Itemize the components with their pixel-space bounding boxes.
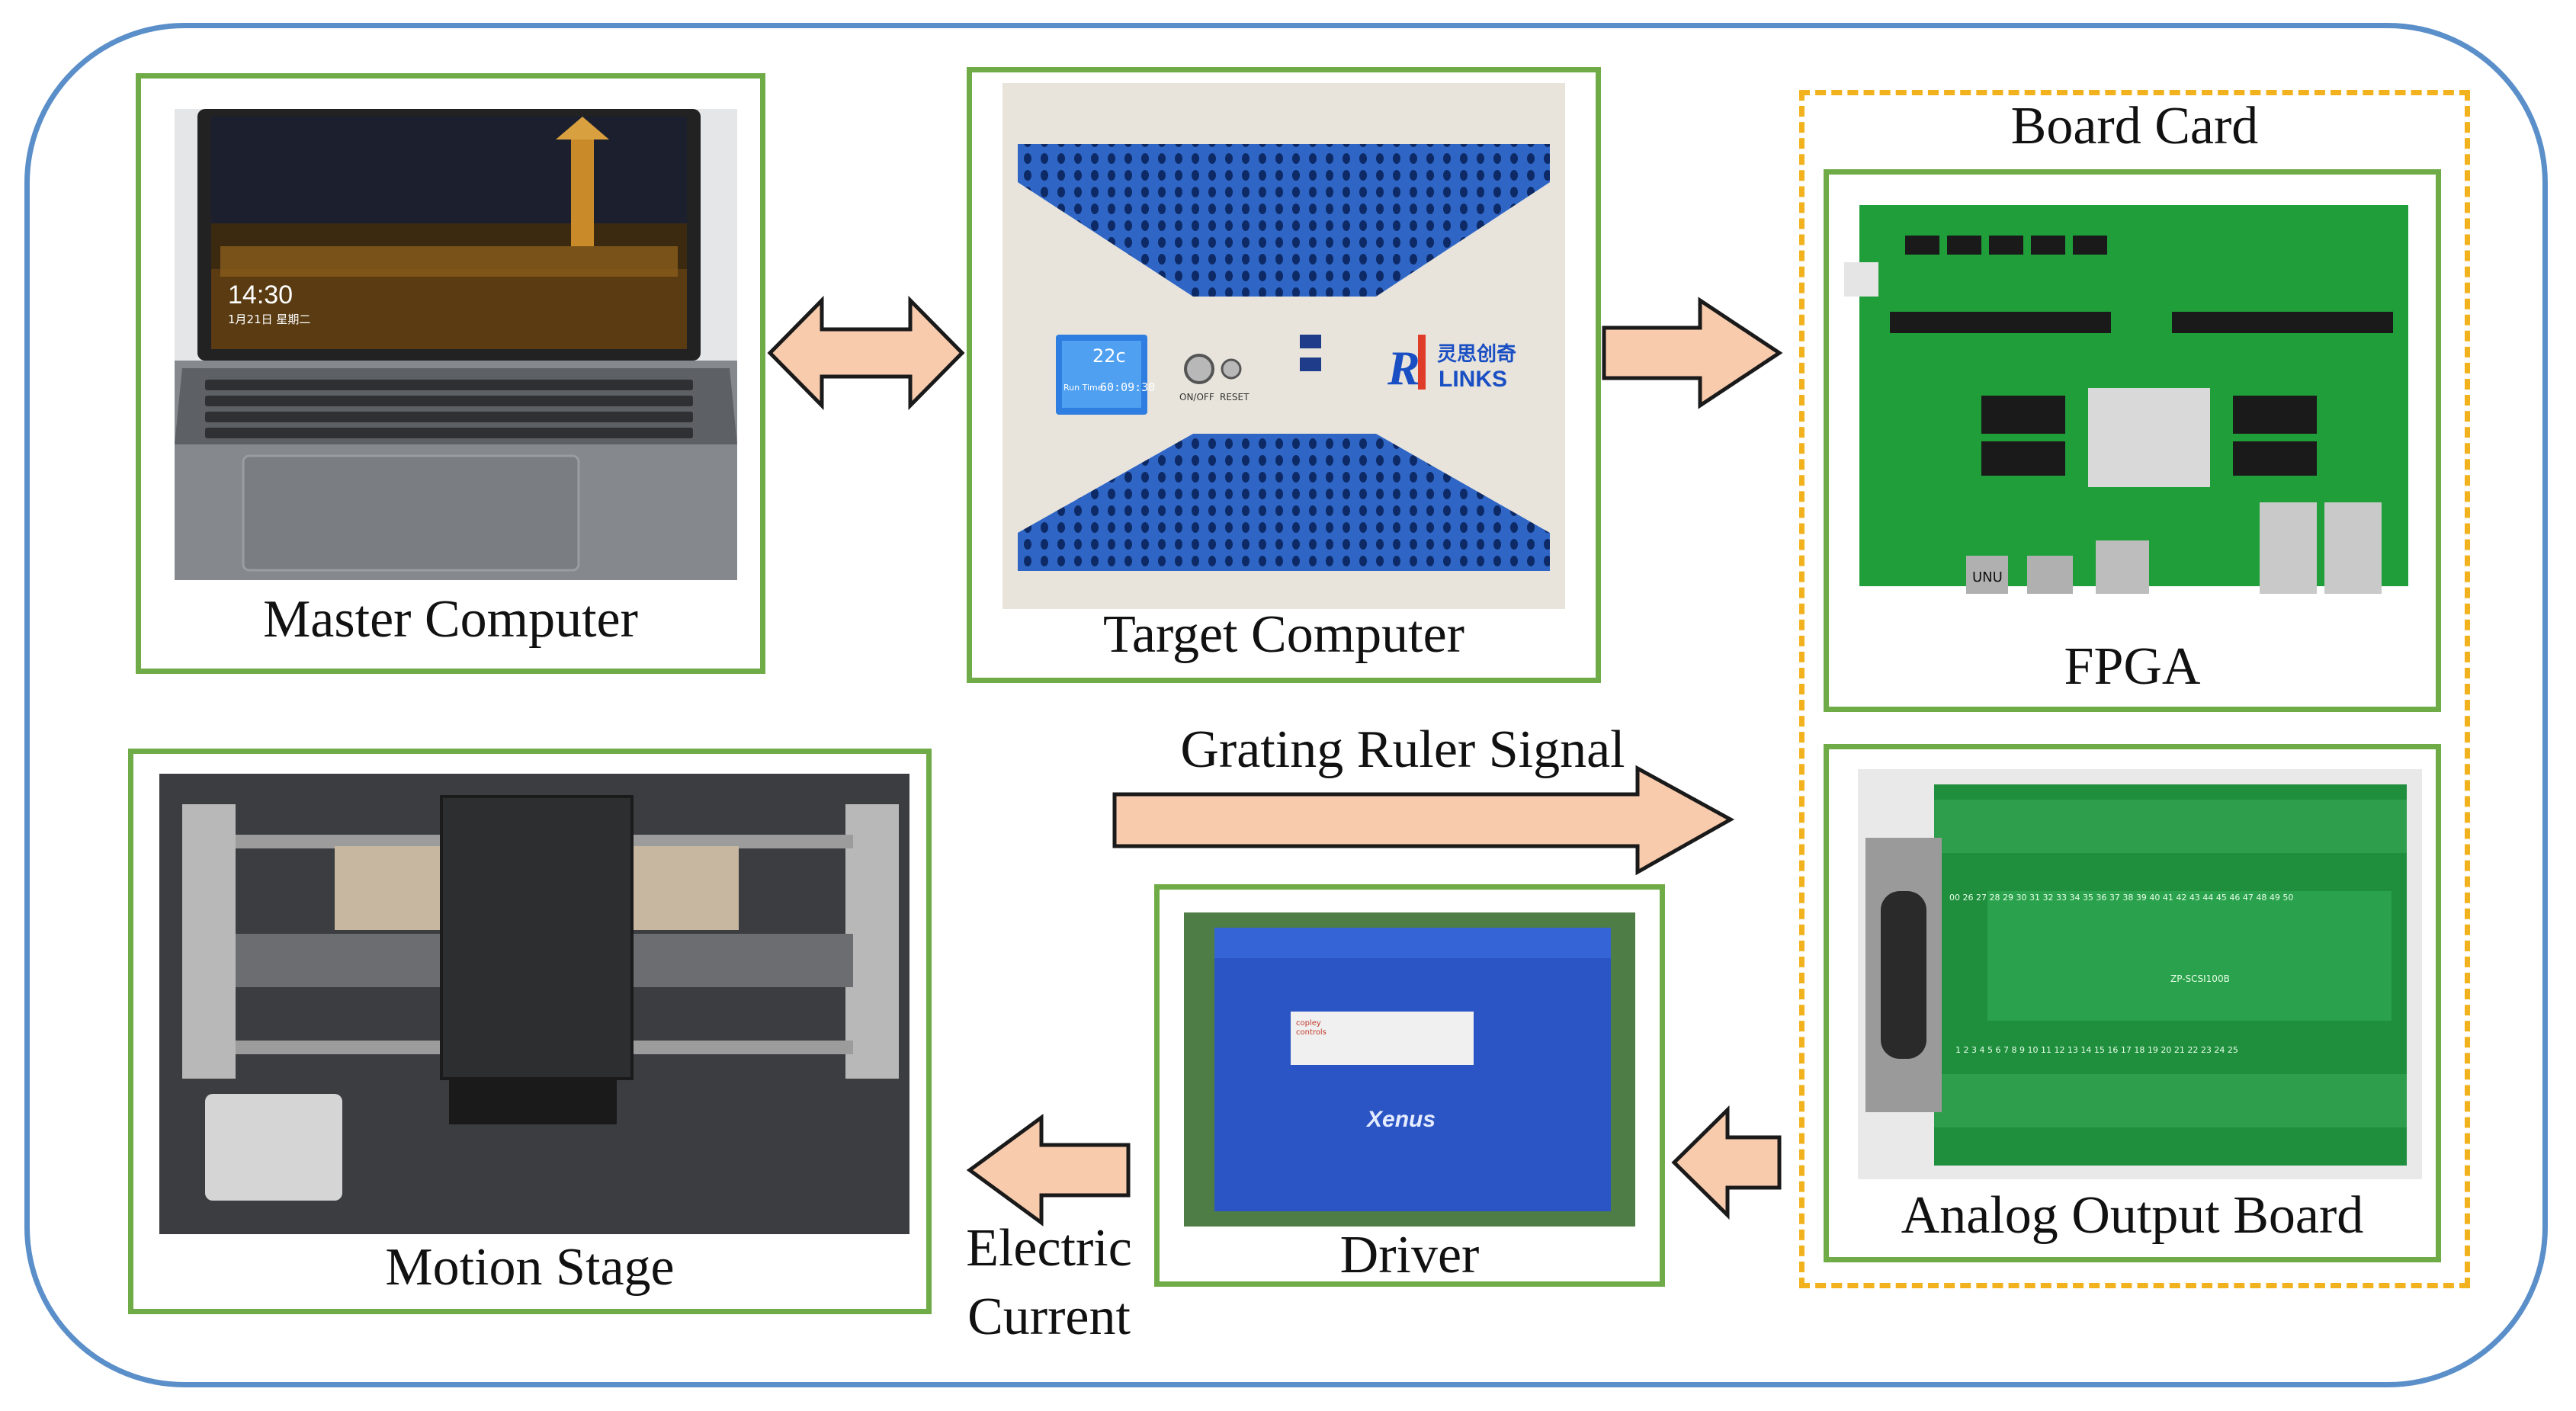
laptop-screen-time: 14:30	[228, 281, 294, 309]
grating-signal-label: Grating Ruler Signal	[1180, 720, 1625, 779]
fpga-label: FPGA	[2064, 637, 2201, 696]
fpga-photo: UNU	[1844, 205, 2424, 615]
terminal-row-top: 00 26 27 28 29 30 31 32 33 34 35 36 37 3…	[1949, 893, 2294, 903]
target-display-label: Run Time:	[1063, 383, 1106, 393]
arrow-grating-signal	[1112, 765, 1735, 876]
target-display-value: 60:09:30	[1100, 380, 1156, 394]
target-computer-illustration: R	[1002, 83, 1565, 609]
driver-maker-label: copley controls	[1296, 1019, 1326, 1037]
terminal-row-bottom: 1 2 3 4 5 6 7 8 9 10 11 12 13 14 15 16 1…	[1955, 1045, 2238, 1055]
fpga-box: UNU FPGA	[1824, 169, 2441, 712]
master-computer-photo: 14:30 1月21日 星期二	[175, 109, 737, 580]
fpga-port-label: UNU	[1972, 569, 2003, 585]
driver-label: Driver	[1339, 1226, 1480, 1284]
master-computer-label: Master Computer	[263, 590, 638, 649]
arrow-driver-to-stage	[966, 1114, 1131, 1227]
analog-output-board-box: 00 26 27 28 29 30 31 32 33 34 35 36 37 3…	[1824, 744, 2441, 1262]
board-card-group	[1799, 90, 2470, 1288]
svg-text:R: R	[1387, 341, 1420, 395]
fpga-board-illustration	[1844, 205, 2408, 594]
target-display-top: 22c	[1092, 345, 1126, 367]
target-onoff-label: ON/OFF	[1179, 392, 1214, 402]
target-computer-label: Target Computer	[1103, 605, 1464, 664]
driver-illustration	[1184, 912, 1635, 1227]
motion-stage-photo	[159, 774, 909, 1234]
laptop-illustration	[175, 109, 737, 580]
outer-frame	[24, 23, 2548, 1387]
target-computer-photo: R 22c Run Time: 60:09:30 ON/OFF RESET 灵思…	[1002, 83, 1565, 609]
electric-current-label-line1: Electric	[966, 1219, 1132, 1278]
bidirectional-arrow	[767, 296, 965, 410]
terminal-model-label: ZP-SCSI100B	[2170, 973, 2230, 984]
target-reset-label: RESET	[1220, 392, 1250, 402]
motion-stage-label: Motion Stage	[385, 1238, 675, 1297]
driver-photo: copley controls Xenus	[1184, 912, 1635, 1227]
analog-output-board-label: Analog Output Board	[1901, 1186, 2364, 1245]
electric-current-label-line2: Current	[967, 1288, 1131, 1346]
driver-box: copley controls Xenus Driver	[1154, 884, 1665, 1287]
laptop-screen-date: 1月21日 星期二	[228, 313, 311, 326]
arrow-board-to-driver	[1671, 1105, 1782, 1220]
arrow-target-to-board	[1602, 297, 1783, 409]
motion-stage-illustration	[159, 774, 909, 1234]
target-brand-en: LINKS	[1439, 367, 1507, 392]
analog-output-board-photo: 00 26 27 28 29 30 31 32 33 34 35 36 37 3…	[1858, 769, 2422, 1179]
target-computer-box: R 22c Run Time: 60:09:30 ON/OFF RESET 灵思…	[967, 67, 1601, 683]
terminal-board-illustration	[1858, 769, 2422, 1179]
motion-stage-box: Motion Stage	[128, 749, 932, 1314]
target-brand-cn: 灵思创奇	[1437, 343, 1517, 366]
board-card-label: Board Card	[2010, 97, 2259, 156]
driver-brand-label: Xenus	[1367, 1107, 1436, 1132]
master-computer-box: 14:30 1月21日 星期二 Master Computer	[136, 73, 765, 674]
